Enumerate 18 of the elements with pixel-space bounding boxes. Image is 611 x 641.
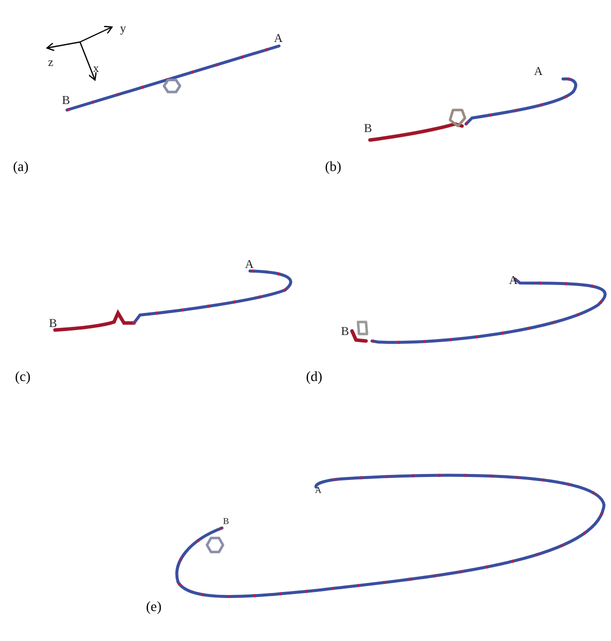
chain-end-label: B — [49, 317, 58, 329]
axis-label: x — [93, 62, 99, 74]
chain-end-label: A — [274, 32, 283, 44]
panel-label: (e) — [146, 601, 162, 615]
panel-label: (d) — [306, 371, 322, 385]
chain-end-label: B — [364, 122, 372, 134]
chain-end-label: B — [62, 94, 70, 106]
chain-end-label: A — [534, 65, 543, 77]
chain-end-label: B — [341, 325, 350, 337]
panel-label: (a) — [13, 161, 29, 175]
chain-end-label: B — [223, 517, 230, 526]
chain-end-label: A — [245, 258, 254, 270]
axis-label: y — [120, 22, 126, 34]
panel-label: (b) — [325, 161, 342, 175]
axis-label: z — [48, 56, 54, 68]
panel-label: (c) — [15, 371, 31, 385]
chain-end-label: A — [315, 486, 322, 495]
chain-end-label: A — [509, 274, 518, 286]
